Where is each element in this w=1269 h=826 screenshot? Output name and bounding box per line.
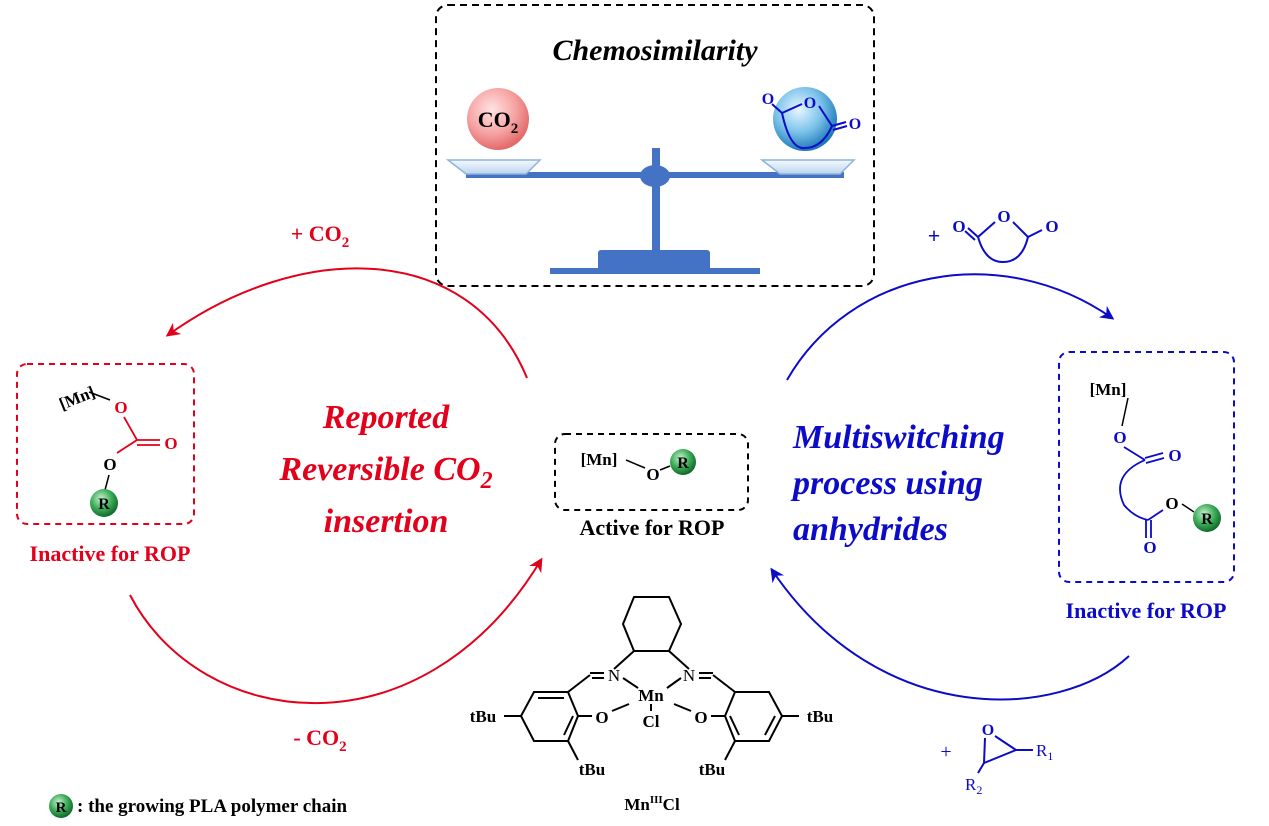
ester-caption: Inactive for ROP xyxy=(1066,598,1227,623)
chemosimilarity-frame xyxy=(435,4,875,287)
svg-text:O: O xyxy=(114,398,127,417)
anhydride-sphere: O O O xyxy=(762,87,861,151)
svg-text:[Mn]: [Mn] xyxy=(1090,380,1127,399)
svg-text:O: O xyxy=(1168,446,1181,465)
svg-text:O: O xyxy=(646,465,659,484)
svg-text:R: R xyxy=(677,455,689,472)
svg-text:O: O xyxy=(1045,217,1058,236)
svg-text:tBu: tBu xyxy=(470,707,496,726)
svg-text:R2: R2 xyxy=(965,775,982,797)
epoxide-ring-opening-arrow xyxy=(770,567,1130,701)
salen-mn-catalyst xyxy=(504,596,799,761)
svg-text:O: O xyxy=(804,95,816,112)
svg-text:R1: R1 xyxy=(1036,741,1053,763)
ester-frame xyxy=(1058,351,1235,583)
anhydride-insertion-arrow xyxy=(786,273,1115,381)
svg-text:O: O xyxy=(762,91,774,108)
catalyst-name: MnIIICl xyxy=(624,794,680,814)
active-caption: Active for ROP xyxy=(580,515,725,540)
svg-text:O: O xyxy=(103,455,116,474)
minus-co2-label: - CO2 xyxy=(293,725,346,755)
active-frame xyxy=(554,433,749,511)
svg-text:CO2: CO2 xyxy=(478,107,519,137)
carbonate-species: [Mn] O O O R Inactive for ROP xyxy=(16,363,195,566)
chemosimilarity-panel: Chemosimilarity CO2 O xyxy=(435,4,875,287)
left-pan xyxy=(445,159,542,175)
svg-text:Reversible CO2: Reversible CO2 xyxy=(278,451,492,494)
left-cycle-title: Reported Reversible CO2 insertion xyxy=(278,399,492,540)
svg-text:Cl: Cl xyxy=(643,712,660,731)
carbonate-frame xyxy=(16,363,195,525)
svg-text:[Mn]: [Mn] xyxy=(581,450,618,469)
svg-text:O: O xyxy=(595,708,608,727)
right-cycle-title: Multiswitching process using anhydrides xyxy=(790,419,1005,548)
svg-text:O: O xyxy=(952,217,965,236)
svg-text:R: R xyxy=(1201,511,1213,528)
active-alkoxide-species: [Mn] O R Active for ROP xyxy=(554,433,749,540)
salen-mn-atom-labels: N N Mn Cl O O tBu tBu tBu tBu MnIIICl xyxy=(470,666,833,814)
balance-scale-icon xyxy=(445,148,856,274)
svg-text:O: O xyxy=(694,708,707,727)
epoxide-reagent: + O R1 R2 xyxy=(940,722,1053,797)
r-group-icon xyxy=(670,449,696,475)
plus-co2-label: + CO2 xyxy=(291,221,350,251)
svg-text:O: O xyxy=(1113,428,1126,447)
ester-species: [Mn] O O O R O Inactive for ROP xyxy=(1058,351,1235,623)
legend: R : the growing PLA polymer chain xyxy=(49,794,347,818)
chemosimilarity-title: Chemosimilarity xyxy=(552,34,758,67)
svg-text:tBu: tBu xyxy=(699,760,725,779)
svg-text:R: R xyxy=(56,800,67,816)
r-group-icon xyxy=(49,794,73,818)
svg-text:anhydrides: anhydrides xyxy=(793,511,948,548)
svg-text:O: O xyxy=(982,722,994,739)
r-group-icon xyxy=(90,489,118,517)
right-cycle: + O O O + O R1 R2 Multiswitching process… xyxy=(770,207,1130,797)
right-pan xyxy=(759,159,856,175)
co2-release-arrow xyxy=(129,557,543,704)
svg-text:tBu: tBu xyxy=(579,760,605,779)
svg-text:N: N xyxy=(608,666,620,685)
left-cycle: + CO2 - CO2 Reported Reversible CO2 inse… xyxy=(129,221,543,755)
svg-text:O: O xyxy=(1165,494,1178,513)
r-group-icon xyxy=(1193,504,1221,532)
svg-text:tBu: tBu xyxy=(807,707,833,726)
svg-text:N: N xyxy=(683,666,695,685)
carbonate-caption: Inactive for ROP xyxy=(30,541,191,566)
svg-text:+: + xyxy=(940,741,951,763)
co2-sphere: CO2 xyxy=(467,88,529,150)
svg-text:+: + xyxy=(928,223,941,248)
legend-text: : the growing PLA polymer chain xyxy=(77,796,347,817)
svg-text:O: O xyxy=(164,434,177,453)
svg-text:[Mn]: [Mn] xyxy=(56,382,97,413)
anhydride-reagent: + O O O xyxy=(928,207,1059,264)
svg-text:process using: process using xyxy=(790,465,983,502)
svg-text:O: O xyxy=(1143,538,1156,557)
svg-text:O: O xyxy=(849,116,861,133)
svg-text:Multiswitching: Multiswitching xyxy=(792,419,1005,456)
svg-text:Mn: Mn xyxy=(638,686,664,705)
svg-text:Reported: Reported xyxy=(322,399,451,436)
svg-text:R: R xyxy=(98,496,110,513)
co2-insertion-arrow xyxy=(165,267,528,379)
svg-text:O: O xyxy=(997,207,1010,226)
svg-text:insertion: insertion xyxy=(324,503,449,540)
